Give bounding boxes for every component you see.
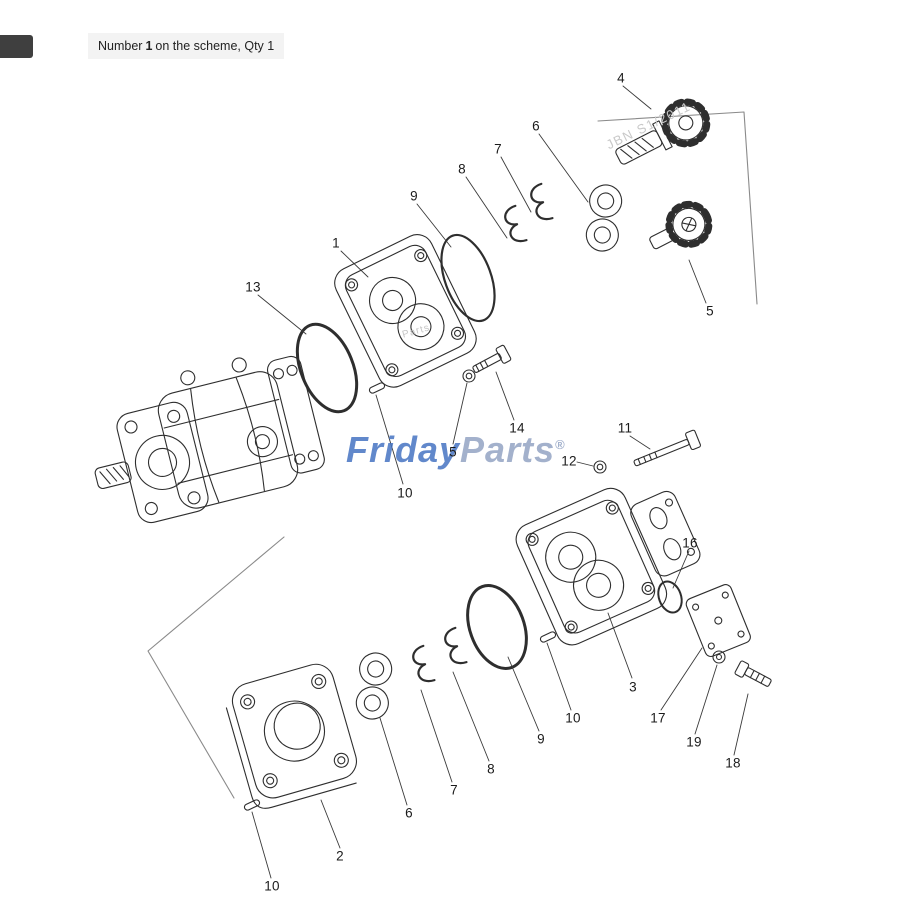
cover-plate-1	[334, 234, 477, 388]
pump-assembly	[94, 355, 325, 524]
part-label-4: 4	[617, 70, 625, 86]
driven-gear-5	[649, 200, 713, 250]
dowel-pin-10-top	[368, 382, 386, 394]
drive-gear-4	[615, 98, 711, 165]
bearing-plate-6-top	[585, 184, 623, 252]
o-ring-13	[295, 322, 359, 414]
scheme-header-prefix: Number	[98, 39, 143, 53]
end-plate-17	[685, 584, 751, 658]
brand-watermark-parts: Parts	[460, 429, 556, 470]
part-label-7-top: 7	[494, 141, 502, 157]
part-label-18: 18	[725, 755, 741, 771]
washer-19	[712, 650, 726, 664]
part-label-2: 2	[336, 848, 344, 864]
dowel-pin-10-bottom	[243, 799, 261, 811]
o-ring-9-bottom	[466, 584, 528, 670]
leader-lines	[251, 85, 749, 879]
dowel-pin-10-middle	[539, 631, 557, 643]
part-label-10-top: 10	[397, 485, 413, 501]
part-label-10-bot: 10	[264, 878, 280, 894]
brand-watermark-friday: Friday	[346, 429, 461, 470]
part-label-9-bot: 9	[537, 731, 545, 747]
part-label-3: 3	[629, 679, 637, 695]
bolt-18	[734, 660, 772, 687]
part-label-16: 16	[682, 535, 698, 551]
o-ring-16	[657, 580, 683, 614]
part-label-13: 13	[245, 279, 261, 295]
scheme-header-number: 1	[145, 39, 153, 53]
part-label-1: 1	[332, 235, 340, 251]
part-label-10-mid: 10	[565, 710, 581, 726]
retainer-clip-7-bottom	[412, 644, 436, 683]
cover-plate-3	[515, 487, 701, 646]
bolt-14	[472, 344, 512, 373]
part-label-11: 11	[617, 420, 633, 436]
part-label-19: 19	[686, 734, 702, 750]
washer-12	[593, 460, 607, 474]
o-ring-9-top	[440, 233, 496, 323]
side-widget-tab[interactable]	[0, 35, 33, 58]
brand-watermark-registered: ®	[555, 437, 566, 452]
panel-border	[147, 111, 758, 799]
part-label-5b: 5	[449, 444, 457, 460]
part-label-8-top: 8	[458, 161, 466, 177]
bolt-11	[633, 429, 701, 467]
part-label-6-bot: 6	[405, 805, 413, 821]
scheme-header-suffix: on the scheme, Qty 1	[155, 39, 275, 53]
part-label-14: 14	[509, 420, 525, 436]
part-label-17: 17	[650, 710, 666, 726]
spacer-block-2	[225, 663, 357, 809]
part-label-5: 5	[706, 303, 714, 319]
part-label-12: 12	[561, 453, 577, 469]
retainer-clip-8-bottom	[444, 626, 468, 665]
brand-watermark: FridayParts®	[346, 429, 566, 471]
bearing-plate-6-bottom	[355, 652, 393, 720]
part-label-9-top: 9	[410, 188, 418, 204]
retainer-clip-7-top	[530, 182, 554, 221]
retainer-clip-8-top	[504, 204, 528, 243]
part-label-8-bot: 8	[487, 761, 495, 777]
washer-15	[462, 369, 476, 383]
part-label-7-bot: 7	[450, 782, 458, 798]
part-label-6-top: 6	[532, 118, 540, 134]
